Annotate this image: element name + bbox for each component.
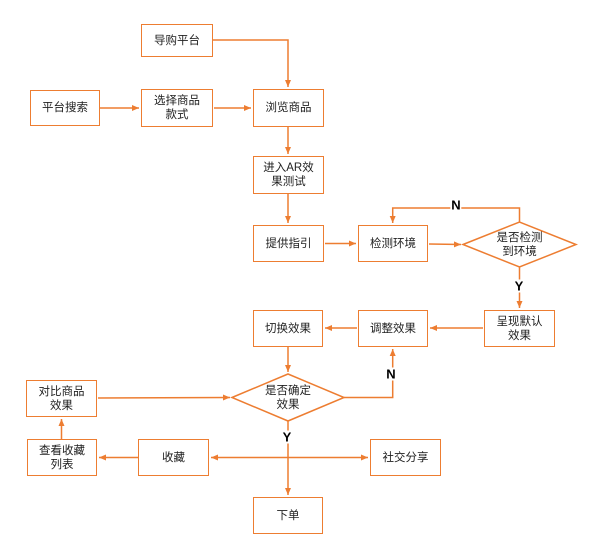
decision-environment-detected-shape: [460, 221, 579, 268]
node-show-default-effect: 呈现默认 效果: [484, 310, 555, 347]
node-detect-environment-label: 检测环境: [370, 237, 416, 250]
node-browse-products: 浏览商品: [253, 89, 324, 127]
node-provide-guidance: 提供指引: [253, 225, 324, 262]
branch-label-environment-detected-Y: Y: [513, 278, 525, 294]
node-guide-platform-label: 导购平台: [154, 34, 200, 47]
edge-detect-environment-to-environment-detected: [428, 241, 462, 248]
node-place-order: 下单: [253, 497, 323, 534]
node-compare-product-effect-label: 对比商品 效果: [38, 385, 85, 412]
edge-effect-confirmed-N-to-adjust-effect: [344, 349, 396, 399]
node-favorite-label: 收藏: [162, 451, 185, 464]
branch-label-effect-confirmed-N: N: [385, 366, 397, 382]
node-switch-effect-label: 切换效果: [265, 322, 311, 335]
branch-label-effect-confirmed-Y: Y: [281, 429, 293, 445]
node-social-share-label: 社交分享: [382, 451, 429, 464]
node-browse-products-label: 浏览商品: [265, 102, 312, 114]
node-detect-environment: 检测环境: [358, 225, 428, 262]
edge-compare-product-effect-to-effect-confirmed: [97, 394, 231, 401]
node-place-order-label: 下单: [276, 509, 300, 522]
node-enter-ar-effect-test-label: 进入AR效 果测试: [263, 162, 314, 188]
edge-guide-platform-to-browse-products: [213, 39, 291, 87]
node-provide-guidance-label: 提供指引: [265, 237, 312, 250]
node-select-product-style-label: 选择商品 款式: [154, 95, 200, 121]
node-platform-search-label: 平台搜索: [42, 102, 88, 114]
node-platform-search: 平台搜索: [30, 90, 100, 126]
node-adjust-effect-label: 调整效果: [370, 322, 416, 335]
node-favorite: 收藏: [138, 439, 209, 476]
node-show-default-effect-label: 呈现默认 效果: [496, 315, 543, 342]
branch-label-environment-detected-N: N: [450, 197, 462, 213]
node-guide-platform: 导购平台: [141, 24, 213, 57]
node-view-favorites-list: 查看收藏 列表: [27, 439, 97, 476]
node-social-share: 社交分享: [370, 439, 441, 476]
node-enter-ar-effect-test: 进入AR效 果测试: [253, 156, 324, 194]
node-compare-product-effect: 对比商品 效果: [26, 380, 97, 417]
node-adjust-effect: 调整效果: [358, 310, 428, 347]
node-switch-effect: 切换效果: [253, 310, 323, 347]
decision-effect-confirmed-shape: [230, 373, 346, 422]
node-select-product-style: 选择商品 款式: [141, 89, 213, 127]
node-view-favorites-list-label: 查看收藏 列表: [39, 444, 85, 471]
